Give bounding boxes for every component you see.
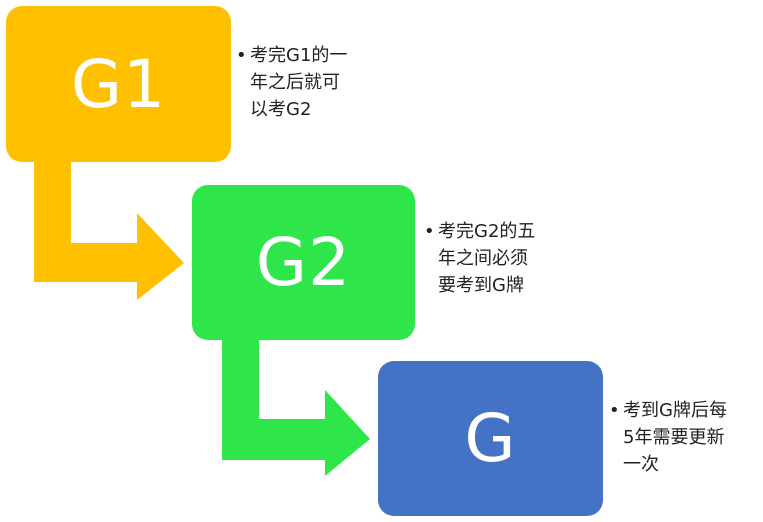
step-label: G1 bbox=[70, 45, 167, 123]
step-box-g: G bbox=[378, 361, 603, 516]
elbow-arrow-icon bbox=[222, 340, 370, 476]
bullet-icon: • bbox=[424, 221, 435, 242]
bullet-icon: • bbox=[609, 400, 620, 421]
note-line: 年之后就可 bbox=[250, 72, 340, 93]
note-line: 考完G2的五 bbox=[438, 221, 536, 242]
note-line: 要考到G牌 bbox=[438, 275, 524, 296]
note-line: 年之间必须 bbox=[438, 248, 528, 269]
step-label: G bbox=[464, 400, 517, 477]
elbow-arrow-icon bbox=[34, 162, 184, 300]
step-note-g: • 考到G牌后每 5年需要更新 一次 bbox=[609, 397, 727, 478]
note-line: 考完G1的一 bbox=[250, 45, 348, 66]
note-line: 考到G牌后每 bbox=[623, 400, 727, 421]
step-box-g1: G1 bbox=[6, 6, 231, 162]
bullet-icon: • bbox=[236, 45, 247, 66]
note-line: 5年需要更新 bbox=[623, 427, 725, 448]
step-label: G2 bbox=[255, 224, 352, 301]
note-line: 一次 bbox=[623, 454, 659, 475]
step-note-g1: • 考完G1的一 年之后就可 以考G2 bbox=[236, 42, 347, 123]
step-box-g2: G2 bbox=[192, 185, 415, 340]
note-line: 以考G2 bbox=[250, 99, 312, 120]
step-note-g2: • 考完G2的五 年之间必须 要考到G牌 bbox=[424, 218, 535, 299]
